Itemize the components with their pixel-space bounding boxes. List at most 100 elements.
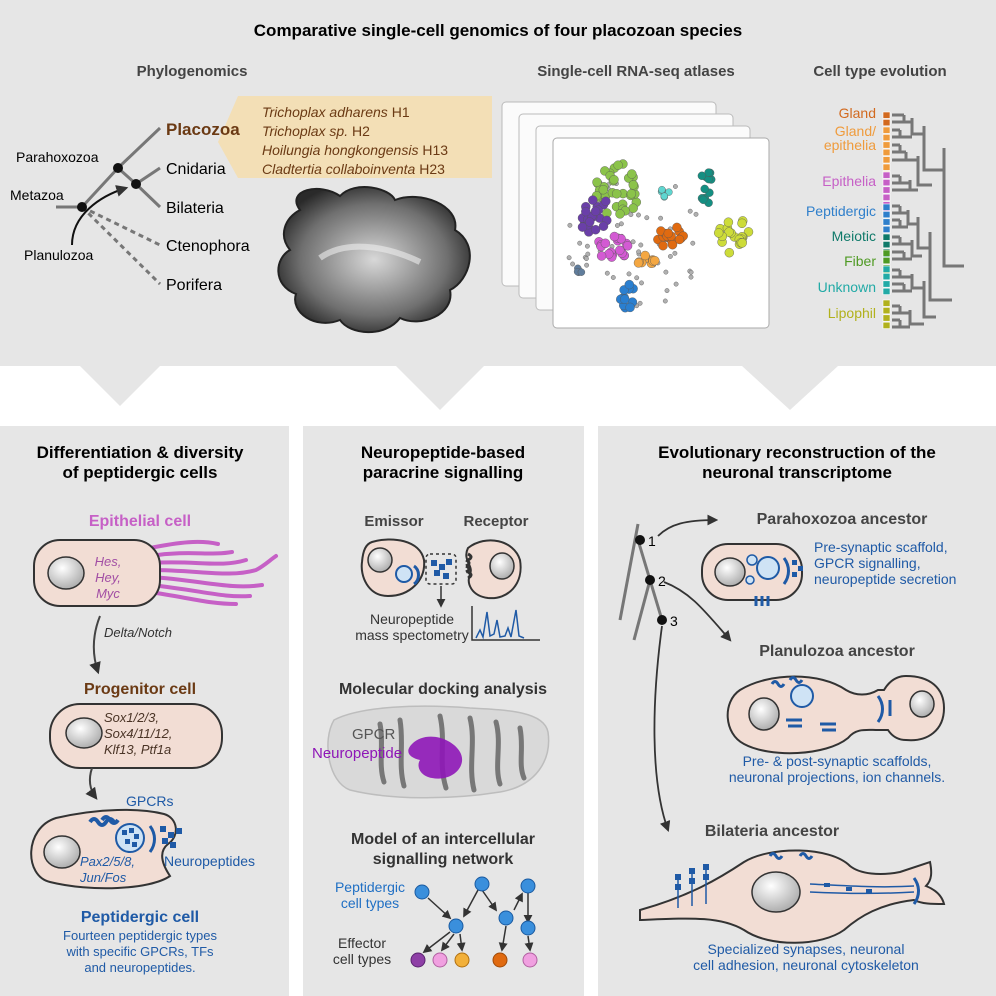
species-1: Trichoplax adharens H1 xyxy=(262,104,410,120)
species-3: Hoilungia hongkongensis H13 xyxy=(262,142,448,158)
species-2: Trichoplax sp. H2 xyxy=(262,123,370,139)
cell-type-square xyxy=(882,186,891,194)
gpcr-receptor-2 xyxy=(100,815,120,825)
umap-point xyxy=(699,195,708,205)
cell-type-label: Peptidergic xyxy=(806,203,876,219)
umap-point xyxy=(658,240,668,251)
umap-point xyxy=(622,241,633,251)
umap-point xyxy=(601,196,611,207)
parahoxozoa-desc-2: GPCR signalling, xyxy=(814,555,921,571)
umap-point xyxy=(615,223,620,228)
peptidergic-desc-1: Fourteen peptidergic types xyxy=(63,928,217,943)
umap-point xyxy=(672,222,682,233)
ms-label-2: mass spectometry xyxy=(355,627,469,643)
middle-panel-content: Neuropeptide-based paracrine signalling … xyxy=(312,443,550,968)
docked-neuropeptide xyxy=(408,736,463,779)
epithelial-gene-1: Hes, xyxy=(95,554,122,569)
umap-point xyxy=(609,231,620,242)
metazoa-label: Metazoa xyxy=(10,187,64,203)
umap-point xyxy=(663,269,669,275)
umap-point xyxy=(624,279,634,290)
bilateria-ancestor-title: Bilateria ancestor xyxy=(705,823,839,840)
cell-type-label: Gland/ xyxy=(835,123,876,139)
umap-point xyxy=(566,255,572,261)
peptide-box xyxy=(425,553,457,585)
peptidergic-gene-2: Jun/Fos xyxy=(79,870,127,885)
umap-point xyxy=(662,298,668,304)
cell-type-square xyxy=(882,265,891,273)
cell-type-dendrogram xyxy=(892,113,964,329)
left-heading-line2: of peptidergic cells xyxy=(63,463,218,482)
planulozoa-desc-2: neuronal projections, ion channels. xyxy=(729,769,945,785)
metazoa-node xyxy=(77,202,87,212)
umap-point xyxy=(570,261,575,267)
progenitor-gene-2: Sox4/11/12, xyxy=(104,726,172,741)
umap-point xyxy=(577,268,586,276)
node-1 xyxy=(635,535,645,545)
ms-spectrum xyxy=(471,606,540,641)
umap-point xyxy=(724,227,734,237)
node-1-label: 1 xyxy=(648,533,656,549)
right-heading-line1: Evolutionary reconstruction of the xyxy=(658,443,936,462)
umap-point xyxy=(613,160,623,170)
network-heading-line1: Model of an intercellular xyxy=(351,831,535,848)
cell-type-square xyxy=(882,179,891,187)
cell-type-square xyxy=(882,314,891,322)
umap-point xyxy=(673,184,678,189)
cell-type-square xyxy=(882,218,891,226)
taxon-placozoa: Placozoa xyxy=(166,120,240,139)
umap-point xyxy=(636,212,641,218)
progenitor-gene-1: Sox1/2/3, xyxy=(104,710,159,725)
box-peptides xyxy=(431,559,452,579)
umap-point xyxy=(723,217,734,227)
umap-point xyxy=(637,300,643,306)
gpcrs-label: GPCRs xyxy=(126,793,173,809)
cell-type-square xyxy=(882,287,891,295)
umap-point xyxy=(737,238,747,248)
planulozoa-ancestor-title: Planulozoa ancestor xyxy=(759,643,915,660)
left-heading-line1: Differentiation & diversity xyxy=(37,443,244,462)
cell-type-label: Meiotic xyxy=(832,228,876,244)
umap-point xyxy=(628,212,634,218)
peptidergic-gene-1: Pax2/5/8, xyxy=(80,854,135,869)
cell-type-square xyxy=(882,163,891,171)
cell-type-square xyxy=(882,299,891,307)
effector-line2: cell types xyxy=(333,951,391,967)
cell-type-square xyxy=(882,241,891,249)
umap-point xyxy=(650,256,660,266)
umap-point xyxy=(577,240,583,246)
left-panel-content: Differentiation & diversity of peptiderg… xyxy=(30,443,278,975)
cell-type-square xyxy=(882,156,891,164)
right-heading-line2: neuronal transcriptome xyxy=(702,463,892,482)
umap-point xyxy=(658,185,666,194)
cell-type-evolution-heading: Cell type evolution xyxy=(813,63,946,80)
umap-point xyxy=(697,171,707,181)
cell-type-square xyxy=(882,211,891,219)
figure-title: Comparative single-cell genomics of four… xyxy=(254,21,742,40)
cell-type-square xyxy=(882,233,891,241)
peptidergic-desc-3: and neuropeptides. xyxy=(84,960,195,975)
peptidergic-types-line2: cell types xyxy=(341,895,399,911)
epithelial-gene-3: Myc xyxy=(96,586,120,601)
delta-notch-arrow xyxy=(89,615,101,675)
middle-heading-line1: Neuropeptide-based xyxy=(361,443,525,462)
umap-point xyxy=(590,224,601,235)
cell-type-square xyxy=(882,148,891,156)
delta-notch-label: Delta/Notch xyxy=(104,625,172,640)
cell-type-square xyxy=(882,134,891,142)
progenitor-arrow xyxy=(85,767,98,800)
phylogenomics-heading: Phylogenomics xyxy=(137,63,248,80)
vesicle-peptides xyxy=(122,828,139,847)
umap-point xyxy=(644,215,650,221)
cell-type-label: Epithelia xyxy=(822,173,876,189)
umap-point xyxy=(628,203,638,213)
umap-point xyxy=(625,302,635,313)
umap-point xyxy=(584,256,589,261)
umap-point xyxy=(612,189,622,199)
atlas-heading: Single-cell RNA-seq atlases xyxy=(537,63,735,80)
gpcr-label: GPCR xyxy=(352,726,396,743)
umap-point xyxy=(620,294,630,304)
umap-point xyxy=(615,209,625,219)
umap-point xyxy=(581,206,591,217)
ms-label-1: Neuropeptide xyxy=(370,611,454,627)
